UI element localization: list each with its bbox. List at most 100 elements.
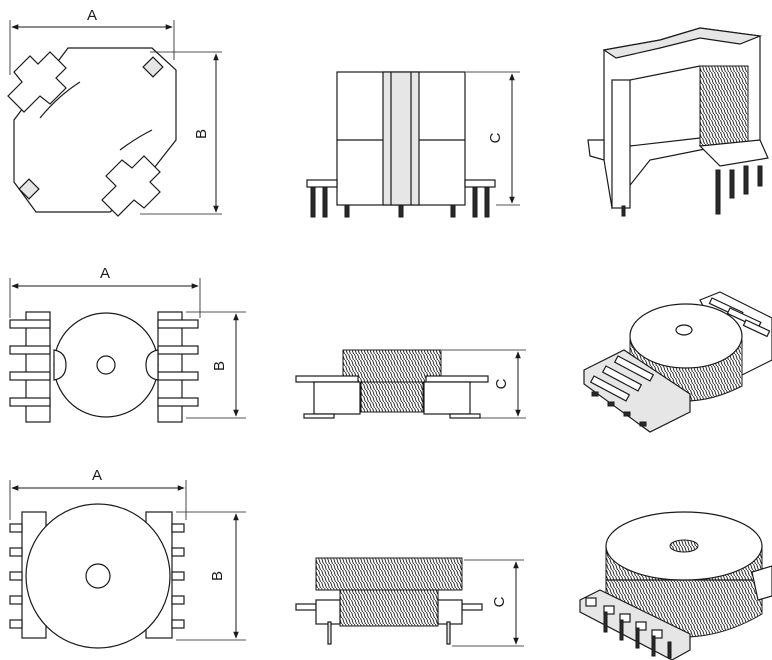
row2-iso-pin	[589, 375, 631, 402]
row1-iso-winding	[699, 65, 749, 147]
row3-dim-c-label: C	[491, 596, 508, 607]
row2-dim-b-label: B	[211, 361, 228, 371]
row2-pin	[9, 319, 51, 329]
row3-center-hole	[85, 563, 111, 589]
row1-dim-c-label: C	[487, 132, 504, 143]
row3-iso-lead	[667, 641, 672, 659]
row2-top-view: A B	[9, 265, 246, 423]
row3-iso-center-hole	[669, 539, 699, 553]
row1-dim-a-label: A	[87, 7, 97, 24]
row1-dim-b-label: B	[193, 129, 210, 139]
row2-pin	[157, 319, 199, 329]
row1-iso-pin	[621, 205, 626, 217]
row2-iso-pin	[601, 365, 643, 392]
row2-dim-c-label: C	[493, 378, 510, 389]
row2-iso-lead	[607, 401, 615, 407]
row3-iso-lead	[619, 619, 624, 641]
row3-pin	[171, 547, 185, 557]
row1-iso-top	[602, 27, 763, 59]
row2-core-notch	[53, 349, 67, 381]
row3-iso-lead	[635, 627, 640, 649]
row3-flange-right	[461, 603, 483, 611]
row2-center-hole	[96, 355, 116, 375]
row3-pin	[9, 523, 23, 533]
row1-pin	[472, 186, 478, 218]
row1-pin	[450, 204, 456, 218]
row3-top-view: A B	[9, 467, 246, 649]
row1-iso-pin	[743, 165, 749, 195]
row2-iso-lead	[591, 391, 599, 397]
row1-iso-flange-left	[587, 139, 605, 161]
row2-iso-pin	[742, 319, 771, 338]
row1-side-view: C	[306, 71, 520, 218]
row2-pin	[9, 371, 51, 381]
row2-iso-pin	[613, 355, 655, 382]
row3-pin	[327, 621, 332, 645]
row3-iso-pin	[635, 621, 647, 631]
row3-pin	[9, 595, 23, 605]
row3-dim-b-label: B	[209, 571, 226, 581]
row1-flange-left	[306, 179, 338, 188]
row1-pin-block-right	[101, 155, 161, 217]
row2-pin-block-right	[423, 381, 471, 415]
row1-iso-leg	[611, 79, 631, 209]
row1-pin	[344, 204, 350, 218]
row3-pin	[171, 619, 185, 629]
row1-iso-pin	[757, 165, 763, 187]
row2-core-notch	[145, 349, 159, 381]
row1-winding-arc	[119, 129, 153, 151]
row1-pin	[484, 186, 490, 218]
row3-side-view: C	[295, 557, 524, 647]
row2-iso-lead	[623, 411, 631, 417]
row1-top-view: A B	[7, 7, 222, 217]
row2-iso-center-hole	[675, 324, 693, 336]
row3-pin	[171, 571, 185, 581]
row2-pin	[9, 345, 51, 355]
row1-corner-clip	[18, 178, 40, 200]
row2-flange-left	[295, 375, 359, 383]
row3-iso-pin	[619, 613, 631, 623]
row1-flange-right	[464, 179, 496, 188]
row2-pin	[9, 397, 51, 407]
row1-center-bobbin	[382, 71, 420, 206]
row2-flange-right	[425, 375, 489, 383]
row1-pin	[322, 186, 328, 218]
row3-winding-lower	[339, 589, 439, 627]
row3-pin	[9, 571, 23, 581]
row3-isometric-view	[579, 511, 772, 660]
row2-pin	[157, 397, 199, 407]
row3-pin	[9, 619, 23, 629]
row3-iso-lead	[603, 611, 608, 633]
row2-pin-block-left	[313, 381, 361, 415]
row3-pin	[171, 523, 185, 533]
row2-pin	[157, 371, 199, 381]
row1-iso-flange	[698, 139, 769, 167]
row3-flange-left	[295, 603, 317, 611]
row2-winding-lower	[360, 381, 424, 413]
row2-iso-toroid-top	[629, 303, 743, 369]
row3-iso-lead	[651, 635, 656, 657]
row3-pin-block-right	[437, 599, 463, 625]
row3-pin-block-left	[315, 599, 341, 625]
row1-iso-pin	[729, 169, 735, 199]
row2-isometric-view	[583, 291, 772, 433]
row3-pin	[446, 621, 451, 645]
row3-iso-pin	[603, 605, 615, 615]
row1-pin	[398, 204, 404, 218]
row3-winding-upper	[315, 557, 463, 591]
row2-lead	[449, 413, 481, 419]
row1-pin	[310, 186, 316, 218]
row1-corner-clip	[142, 56, 164, 78]
row1-pin-block-left	[7, 51, 67, 113]
row1-isometric-view	[587, 27, 769, 217]
row1-winding-arc	[39, 81, 81, 119]
row2-lead	[303, 413, 335, 419]
row2-dim-a-label: A	[100, 265, 110, 282]
row3-iso-header-back	[751, 565, 772, 601]
row3-pin	[9, 547, 23, 557]
row2-pin	[157, 345, 199, 355]
row3-pin	[171, 595, 185, 605]
row3-dim-a-label: A	[92, 467, 102, 484]
row1-iso-pin	[715, 169, 721, 215]
